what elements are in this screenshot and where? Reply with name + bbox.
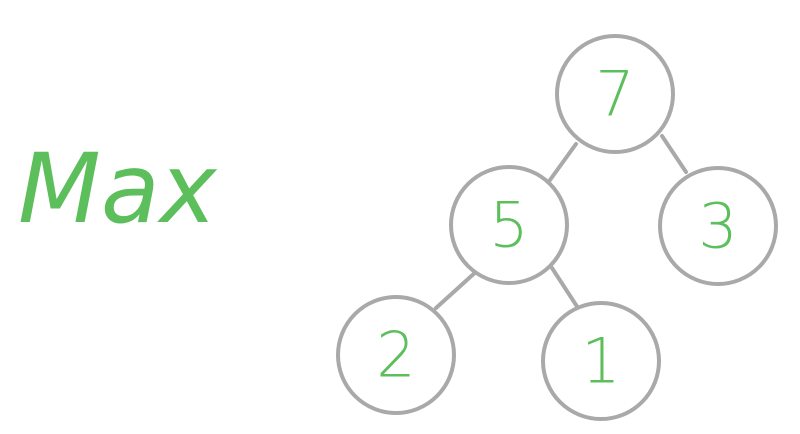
edge-7-3	[660, 134, 688, 174]
node-value: 7	[595, 58, 634, 131]
tree-node-left-left: 2	[336, 295, 456, 415]
edge-7-5	[548, 142, 578, 182]
node-circle	[336, 295, 456, 415]
node-circle	[555, 34, 675, 154]
heap-type-title: Max	[18, 133, 218, 245]
edge-5-1	[550, 266, 580, 310]
tree-node-root-left: 5	[449, 165, 569, 285]
node-circle	[541, 301, 661, 421]
edge-5-2	[434, 268, 480, 310]
node-value: 1	[581, 325, 620, 398]
tree-node-root: 7	[555, 34, 675, 154]
tree-node-root-right: 3	[658, 166, 778, 286]
node-circle	[449, 165, 569, 285]
tree-node-left-right: 1	[541, 301, 661, 421]
node-value: 5	[489, 189, 528, 262]
node-circle	[658, 166, 778, 286]
node-value: 2	[376, 319, 415, 392]
node-value: 3	[698, 190, 737, 263]
